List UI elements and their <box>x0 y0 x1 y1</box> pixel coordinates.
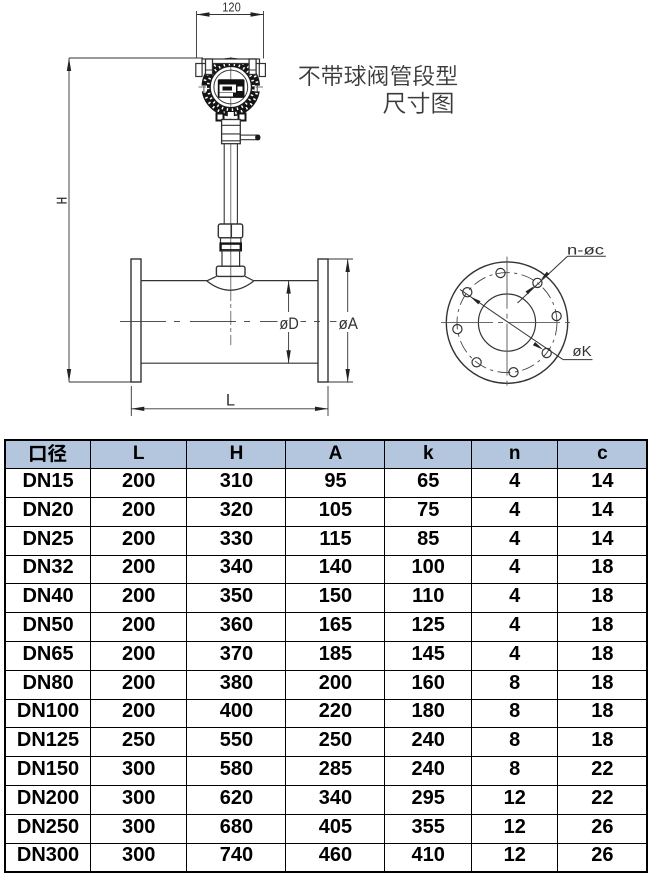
svg-text:øK: øK <box>572 343 591 360</box>
svg-text:øD: øD <box>279 315 299 333</box>
svg-text:n-øc: n-øc <box>567 242 604 258</box>
svg-text:L: L <box>226 392 235 410</box>
svg-text:øA: øA <box>338 315 358 333</box>
svg-text:120: 120 <box>222 0 241 15</box>
